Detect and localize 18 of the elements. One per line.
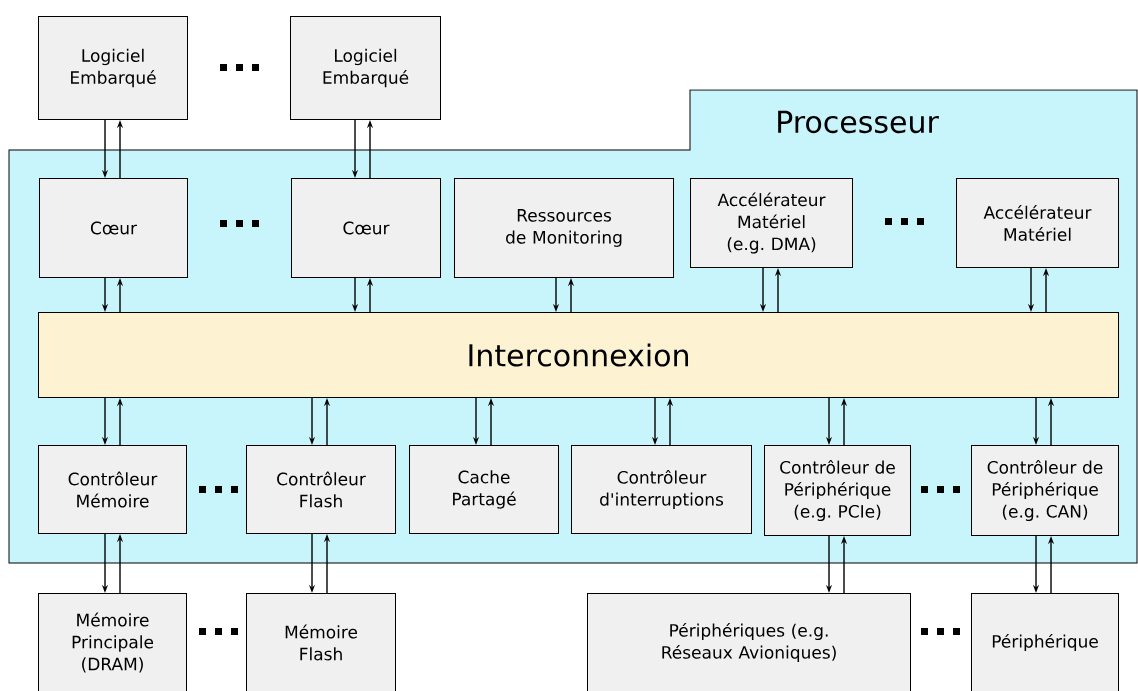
component-box: Mémoire Principale (DRAM) (38, 593, 187, 691)
component-box: Périphériques (e.g. Réseaux Avioniques) (587, 593, 911, 691)
component-box: Logiciel Embarqué (290, 16, 441, 120)
component-box: Contrôleur Flash (246, 445, 396, 534)
component-box: Contrôleur Mémoire (38, 445, 187, 534)
component-box: Logiciel Embarqué (38, 16, 188, 120)
component-box: Mémoire Flash (246, 593, 396, 691)
component-box: Périphérique (971, 593, 1119, 691)
component-box: Contrôleur de Périphérique (e.g. CAN) (971, 445, 1119, 536)
component-box: Cœur (291, 178, 441, 278)
component-box: Cache Partagé (409, 445, 559, 534)
component-box: Accélérateur Matériel (956, 178, 1119, 268)
component-box: Ressources de Monitoring (454, 178, 674, 278)
component-box: Contrôleur d'interruptions (571, 445, 752, 534)
interconnect-bar: Interconnexion (38, 312, 1119, 398)
component-box: Accélérateur Matériel (e.g. DMA) (690, 178, 853, 268)
component-box: Contrôleur de Périphérique (e.g. PCIe) (764, 445, 911, 536)
component-box: Cœur (39, 178, 188, 278)
